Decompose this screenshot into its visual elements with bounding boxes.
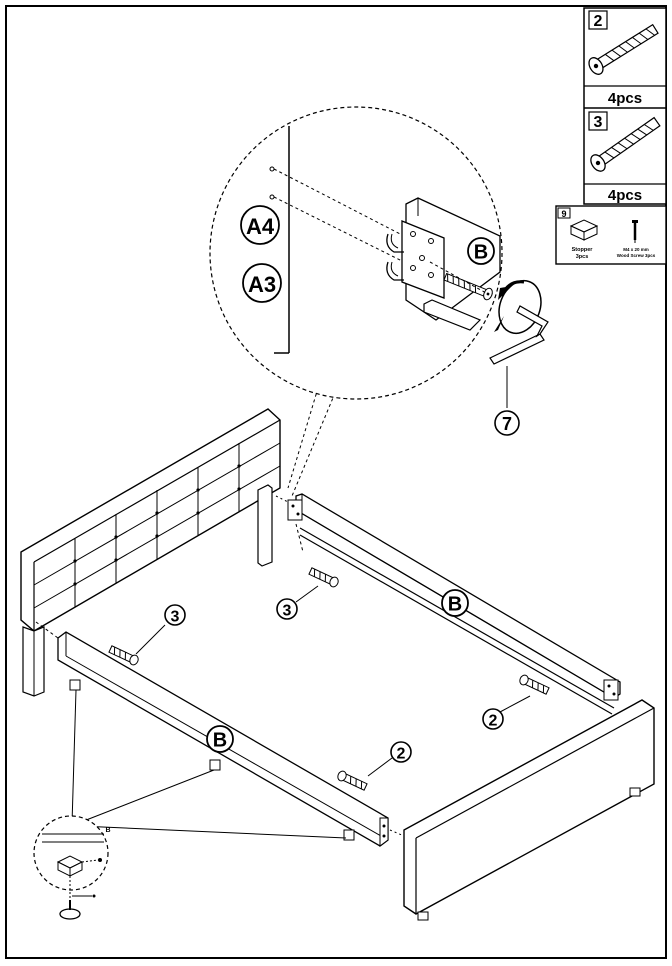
rail-label: B xyxy=(474,242,488,264)
page-border xyxy=(5,5,667,959)
bolt-3-left xyxy=(108,645,139,666)
screw-label-2: Wood Screw 3pcs xyxy=(617,253,656,258)
allen-key-tool xyxy=(489,305,549,365)
part-label-a4: A4 xyxy=(246,214,275,239)
screw-label: M4 x 20 mm xyxy=(623,247,649,252)
footboard xyxy=(389,699,655,921)
tool-label: 7 xyxy=(502,414,512,434)
long-bolt-icon xyxy=(590,116,661,172)
stopper-quantity: 3pcs xyxy=(576,254,589,260)
part-number: 3 xyxy=(594,114,603,131)
side-rail-label: B xyxy=(448,594,462,616)
bolt-2-right-front xyxy=(337,770,368,791)
stopper-icon xyxy=(569,219,599,241)
bolt-label: 2 xyxy=(397,746,406,763)
parts-panel: 2 4pcs 3 4pcs xyxy=(583,7,667,205)
bolt-3-center xyxy=(308,567,339,588)
part-number-box xyxy=(588,111,608,131)
part-quantity: 4pcs xyxy=(608,90,642,107)
part-quantity: 4pcs xyxy=(608,187,642,204)
stopper-label: Stopper xyxy=(572,247,594,253)
long-bolt-icon xyxy=(588,23,659,75)
stopper-detail-view: B xyxy=(33,689,347,920)
part-number: 9 xyxy=(561,209,566,219)
bolt-label: 2 xyxy=(489,713,498,730)
bolt-2-right-back xyxy=(519,674,550,695)
bracket-detail-view: B A4 A3 7 xyxy=(209,106,549,497)
glide-foot-icon xyxy=(59,908,81,920)
detail-letter: B xyxy=(105,827,110,834)
side-rail-label: B xyxy=(213,730,227,752)
part-number-box xyxy=(588,10,608,30)
part-label-a3: A3 xyxy=(248,272,276,297)
headboard xyxy=(20,408,281,697)
bolt-label: 3 xyxy=(171,609,180,626)
stopper-screw-box: 9 Stopper 3pcs M4 x 20 mm Wood Screw 3pc… xyxy=(555,205,667,265)
wood-screw-icon xyxy=(632,220,638,243)
bolt-label: 3 xyxy=(283,603,292,620)
part-number: 2 xyxy=(594,13,603,30)
